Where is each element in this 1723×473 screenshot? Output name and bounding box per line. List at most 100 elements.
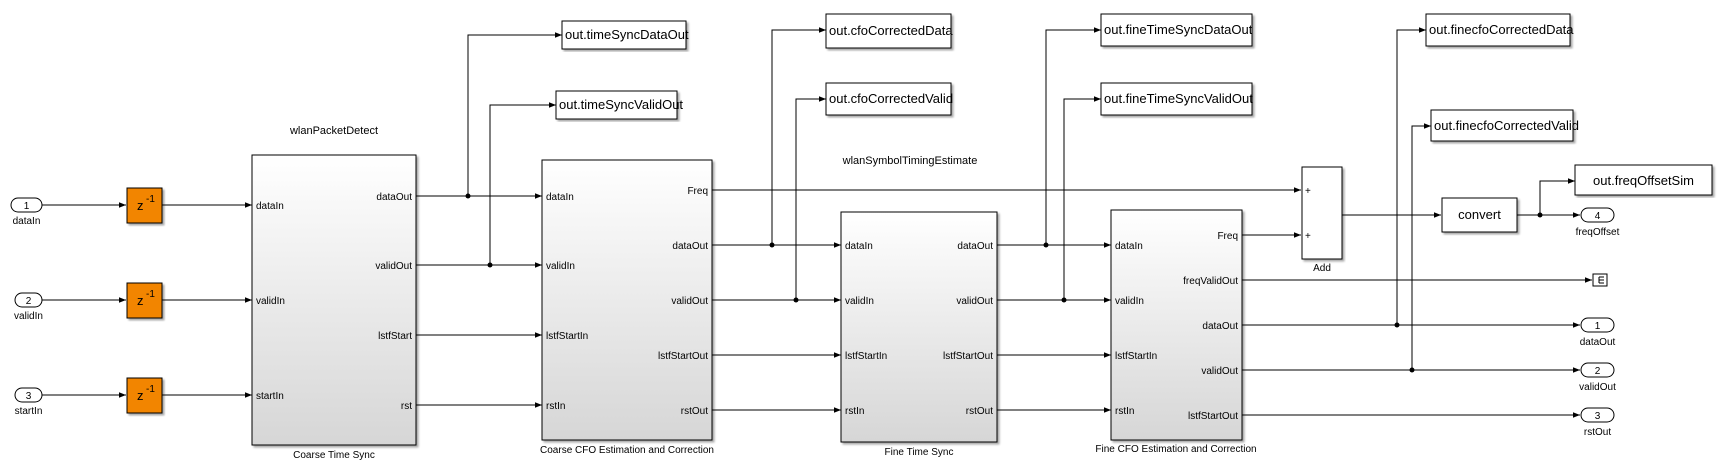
svg-text:1: 1 — [24, 201, 30, 212]
svg-text:2: 2 — [26, 296, 32, 307]
svg-text:startIn: startIn — [256, 391, 284, 402]
svg-text:z: z — [137, 293, 144, 308]
svg-text:freqValidOut: freqValidOut — [1183, 276, 1238, 287]
inport-1[interactable]: 1 dataIn — [10, 197, 43, 227]
svg-text:3: 3 — [26, 391, 32, 402]
svg-text:rstIn: rstIn — [1115, 406, 1134, 417]
to-workspace-cfocorrecteddata[interactable]: out.cfoCorrectedData — [825, 13, 953, 49]
outport-validout[interactable]: 2 validOut — [1579, 362, 1616, 393]
svg-text:lstfStartOut: lstfStartOut — [1188, 411, 1238, 422]
inport-1-label: dataIn — [13, 216, 41, 227]
svg-text:Freq: Freq — [1217, 231, 1238, 242]
svg-text:validIn: validIn — [256, 296, 285, 307]
wires — [42, 27, 1592, 418]
svg-text:rstOut: rstOut — [966, 406, 993, 417]
coarse-cfo-caption: Coarse CFO Estimation and Correction — [540, 445, 714, 456]
svg-text:validOut: validOut — [375, 261, 412, 272]
svg-text:-1: -1 — [146, 289, 155, 300]
svg-text:validIn: validIn — [1115, 296, 1144, 307]
fine-time-sync-block[interactable]: wlanSymbolTimingEstimate dataIn validIn … — [840, 155, 998, 458]
to-workspace-finecfocorrectedvalid[interactable]: out.finecfoCorrectedValid — [1430, 109, 1579, 142]
to-workspace-freqoffsetsim[interactable]: out.freqOffsetSim — [1574, 164, 1713, 196]
svg-text:+: + — [1305, 186, 1311, 197]
branch-points — [465, 193, 1543, 373]
svg-text:validOut: validOut — [1201, 366, 1238, 377]
svg-text:lstfStartIn: lstfStartIn — [1115, 351, 1157, 362]
inport-2[interactable]: 2 validIn — [14, 292, 43, 322]
svg-text:lstfStartOut: lstfStartOut — [658, 351, 708, 362]
svg-text:lstfStartIn: lstfStartIn — [546, 331, 588, 342]
svg-text:rstIn: rstIn — [845, 406, 864, 417]
svg-text:out.freqOffsetSim: out.freqOffsetSim — [1593, 173, 1694, 188]
svg-text:rstIn: rstIn — [546, 401, 565, 412]
svg-text:dataIn: dataIn — [546, 192, 574, 203]
svg-text:z: z — [137, 388, 144, 403]
outport-freqoffset-label: freqOffset — [1576, 227, 1620, 238]
inport-2-label: validIn — [14, 311, 43, 322]
svg-text:lstfStartIn: lstfStartIn — [845, 351, 887, 362]
svg-text:dataOut: dataOut — [1202, 321, 1238, 332]
outport-dataout-label: dataOut — [1580, 337, 1616, 348]
to-workspace-cfocorrectedvalid[interactable]: out.cfoCorrectedValid — [825, 82, 953, 116]
fine-time-sync-caption: Fine Time Sync — [885, 447, 954, 458]
svg-text:out.cfoCorrectedValid: out.cfoCorrectedValid — [829, 91, 953, 106]
to-workspace-timesyncdataout[interactable]: out.timeSyncDataOut — [561, 20, 689, 50]
svg-text:3: 3 — [1595, 411, 1601, 422]
outport-rstout[interactable]: 3 rstOut — [1580, 407, 1615, 438]
svg-text:+: + — [1305, 231, 1311, 242]
to-workspace-finetimesyncvalidout[interactable]: out.fineTimeSyncValidOut — [1100, 82, 1253, 116]
svg-text:out.finecfoCorrectedData: out.finecfoCorrectedData — [1429, 22, 1574, 37]
svg-text:dataIn: dataIn — [256, 201, 284, 212]
svg-text:1: 1 — [1595, 321, 1601, 332]
fine-time-sync-title: wlanSymbolTimingEstimate — [842, 155, 978, 167]
svg-text:dataOut: dataOut — [376, 192, 412, 203]
outport-freqoffset[interactable]: 4 freqOffset — [1576, 207, 1620, 238]
coarse-cfo-block[interactable]: dataIn validIn lstfStartIn rstIn Freq da… — [540, 159, 714, 456]
svg-text:convert: convert — [1458, 207, 1501, 222]
svg-text:2: 2 — [1595, 366, 1601, 377]
coarse-time-sync-block[interactable]: wlanPacketDetect dataIn validIn startIn … — [251, 125, 417, 461]
outport-dataout[interactable]: 1 dataOut — [1580, 317, 1616, 348]
svg-text:out.fineTimeSyncDataOut: out.fineTimeSyncDataOut — [1104, 22, 1253, 37]
svg-text:lstfStartOut: lstfStartOut — [943, 351, 993, 362]
svg-text:out.cfoCorrectedData: out.cfoCorrectedData — [829, 23, 953, 38]
svg-text:-1: -1 — [146, 384, 155, 395]
svg-text:-1: -1 — [146, 194, 155, 205]
add-caption: Add — [1313, 263, 1331, 274]
svg-text:out.finecfoCorrectedValid: out.finecfoCorrectedValid — [1434, 118, 1579, 133]
convert-block[interactable]: convert — [1441, 197, 1518, 233]
inport-3-label: startIn — [15, 406, 43, 417]
outport-rstout-label: rstOut — [1584, 427, 1611, 438]
svg-text:out.timeSyncDataOut: out.timeSyncDataOut — [565, 27, 689, 42]
svg-text:validOut: validOut — [956, 296, 993, 307]
svg-text:dataIn: dataIn — [1115, 241, 1143, 252]
svg-text:dataOut: dataOut — [957, 241, 993, 252]
inport-3[interactable]: 3 startIn — [14, 387, 43, 417]
to-workspace-finecfocorrecteddata[interactable]: out.finecfoCorrectedData — [1425, 13, 1574, 47]
svg-text:validIn: validIn — [845, 296, 874, 307]
svg-text:lstfStart: lstfStart — [378, 331, 412, 342]
svg-text:validOut: validOut — [671, 296, 708, 307]
svg-text:dataIn: dataIn — [845, 241, 873, 252]
svg-text:out.fineTimeSyncValidOut: out.fineTimeSyncValidOut — [1104, 91, 1253, 106]
to-workspace-timesyncvalidout[interactable]: out.timeSyncValidOut — [555, 90, 683, 120]
svg-text:rst: rst — [401, 401, 412, 412]
fine-cfo-block[interactable]: dataIn validIn lstfStartIn rstIn Freq fr… — [1095, 209, 1257, 455]
outport-validout-label: validOut — [1579, 382, 1616, 393]
coarse-time-sync-caption: Coarse Time Sync — [293, 450, 375, 461]
coarse-time-sync-title: wlanPacketDetect — [289, 125, 378, 137]
terminator-block[interactable] — [1592, 273, 1608, 287]
to-workspace-finetimesyncdataout[interactable]: out.fineTimeSyncDataOut — [1100, 13, 1253, 47]
svg-text:z: z — [137, 198, 144, 213]
svg-text:out.timeSyncValidOut: out.timeSyncValidOut — [559, 97, 683, 112]
svg-text:4: 4 — [1595, 211, 1601, 222]
svg-text:rstOut: rstOut — [681, 406, 708, 417]
delay-block-2[interactable]: z -1 — [126, 282, 163, 319]
fine-cfo-caption: Fine CFO Estimation and Correction — [1095, 444, 1256, 455]
delay-block-3[interactable]: z -1 — [126, 377, 163, 414]
delay-block-1[interactable]: z -1 — [126, 187, 163, 224]
svg-text:validIn: validIn — [546, 261, 575, 272]
add-block[interactable]: + + Add — [1301, 166, 1343, 274]
svg-text:dataOut: dataOut — [672, 241, 708, 252]
